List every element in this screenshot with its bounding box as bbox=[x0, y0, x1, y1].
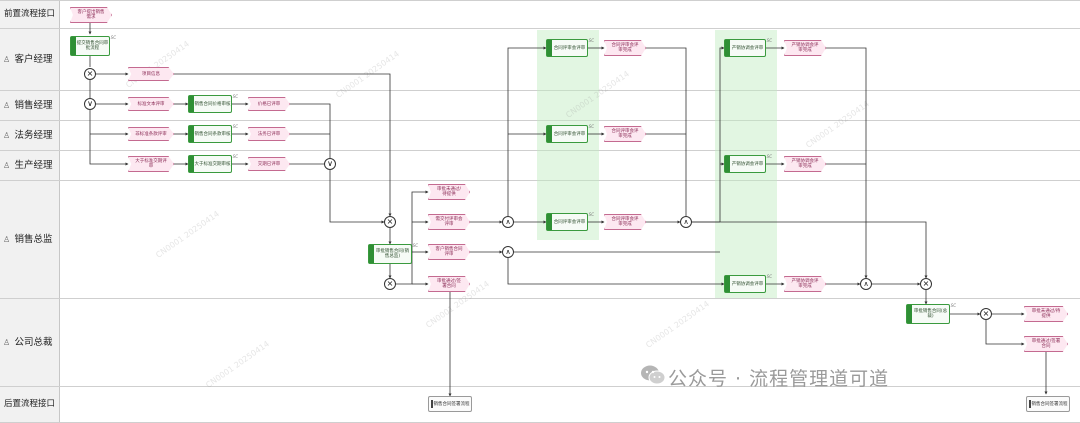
lane-label: 公司总裁 bbox=[14, 337, 53, 348]
person-icon: ♙ bbox=[3, 160, 11, 170]
wechat-icon bbox=[641, 365, 666, 385]
event-standard-text-review: 标准文本评审 bbox=[128, 97, 174, 111]
lane-pre-interface: 前置流程接口 bbox=[0, 0, 1080, 28]
person-icon: ♙ bbox=[3, 100, 11, 110]
event-project-info: 项目信息 bbox=[128, 67, 174, 81]
and-connector: ∧ bbox=[502, 246, 514, 258]
lane-label: 客户经理 bbox=[14, 54, 53, 65]
event-approval-rejected: 审批未通过/待提供 bbox=[1024, 306, 1068, 322]
event-needs-contract-review: 需交付评审会评审 bbox=[428, 214, 470, 230]
event-legal-reviewed: 法务已评审 bbox=[248, 127, 290, 141]
or-connector: ∨ bbox=[324, 158, 336, 170]
lane-customer-manager: ♙客户经理 bbox=[0, 28, 1080, 90]
lane-production-manager: ♙生产经理 bbox=[0, 150, 1080, 180]
lane-sales-manager: ♙销售经理 bbox=[0, 90, 1080, 120]
interface-contract-signing-process: 销售合同签署流程 bbox=[428, 396, 472, 412]
xor-connector: × bbox=[980, 308, 992, 320]
event-approved-sign-contract: 审批通过/签署合同 bbox=[1024, 336, 1068, 352]
event-contract-review-done: 合同评审会评审完成 bbox=[604, 126, 646, 142]
event-delivery-time-review: 大于标准交期评审 bbox=[128, 156, 174, 172]
event-approved-sign-contract: 审批通过/签署合同 bbox=[428, 276, 470, 292]
event-customer-request: 客户提出销售需求 bbox=[70, 7, 112, 23]
event-nonstandard-terms-review: 非标准条款评审 bbox=[128, 127, 174, 141]
lane-legal-manager: ♙法务经理 bbox=[0, 120, 1080, 150]
person-icon: ♙ bbox=[3, 234, 11, 244]
and-connector: ∧ bbox=[502, 216, 514, 228]
person-icon: ♙ bbox=[3, 54, 11, 64]
xor-connector: × bbox=[920, 278, 932, 290]
interface-contract-signing-process: 销售合同签署流程 bbox=[1026, 396, 1070, 412]
lane-label: 生产经理 bbox=[14, 160, 53, 171]
event-approval-rejected: 审批未通过/待提供 bbox=[428, 184, 470, 200]
and-connector: ∧ bbox=[860, 278, 872, 290]
person-icon: ♙ bbox=[3, 130, 11, 140]
event-contract-review-done: 合同评审会评审完成 bbox=[604, 214, 646, 230]
account-watermark: 公众号 · 流程管理道可道 bbox=[668, 368, 890, 390]
function-director-approval: 审批销售合同(销售总监)SC bbox=[368, 244, 418, 264]
event-production-review-done: 产销协调会评审完成 bbox=[784, 40, 826, 56]
xor-connector: × bbox=[384, 216, 396, 228]
event-contract-review-done: 合同评审会评审完成 bbox=[604, 40, 646, 56]
lane-label: 前置流程接口 bbox=[3, 9, 55, 19]
lane-company-president: ♙公司总裁 bbox=[0, 298, 1080, 386]
event-production-review-done: 产销协调会评审完成 bbox=[784, 156, 826, 172]
or-connector: ∨ bbox=[84, 98, 96, 110]
lane-label: 后置流程接口 bbox=[3, 399, 55, 409]
event-price-reviewed: 价格已评审 bbox=[248, 97, 290, 111]
xor-connector: × bbox=[384, 278, 396, 290]
event-delivery-reviewed: 交期已评审 bbox=[248, 157, 290, 171]
lane-label: 销售总监 bbox=[14, 234, 53, 245]
lane-label: 法务经理 bbox=[14, 130, 53, 141]
lane-sales-director: ♙销售总监 bbox=[0, 180, 1080, 298]
function-president-approval: 审批销售合同(总裁)SC bbox=[906, 304, 956, 324]
lane-label: 销售经理 bbox=[14, 100, 53, 111]
event-production-review-done: 产销协调会评审完成 bbox=[784, 276, 826, 292]
and-connector: ∧ bbox=[680, 216, 692, 228]
person-icon: ♙ bbox=[3, 337, 11, 347]
event-customer-contract-review: 客户销售合同评审 bbox=[428, 244, 470, 260]
xor-connector: × bbox=[84, 68, 96, 80]
